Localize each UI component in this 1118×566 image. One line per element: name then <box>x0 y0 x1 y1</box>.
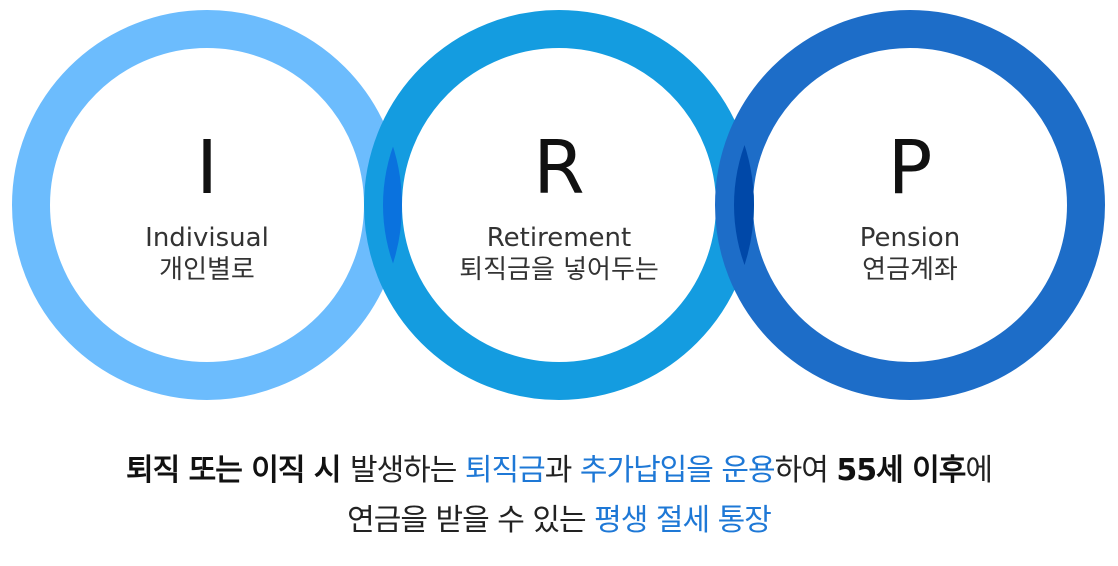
caption: 퇴직 또는 이직 시 발생하는 퇴직금과 추가납입을 운용하여 55세 이후에 … <box>0 446 1118 546</box>
label-english-i: Indivisual <box>145 223 269 253</box>
caption-segment: 추가납입을 운용 <box>579 453 776 488</box>
caption-segment: 평생 절세 통장 <box>594 503 772 538</box>
caption-segment: 발생하는 <box>349 453 465 488</box>
label-english-r: Retirement <box>486 223 632 253</box>
caption-segment: 하여 <box>774 453 837 488</box>
caption-segment: 과 <box>544 453 580 488</box>
letter-p: P <box>887 125 933 211</box>
caption-segment: 55세 이후 <box>836 453 966 488</box>
caption-line-1: 퇴직 또는 이직 시 발생하는 퇴직금과 추가납입을 운용하여 55세 이후에 <box>0 446 1118 496</box>
caption-segment: 연금을 받을 수 있는 <box>347 503 595 538</box>
overlap-r-p <box>734 29 754 381</box>
ring-i-text: I Indivisual 개인별로 <box>87 128 327 286</box>
letter-i: I <box>196 125 218 211</box>
irp-diagram: I Indivisual 개인별로 R Retirement 퇴직금을 넣어두는… <box>12 10 1105 400</box>
ring-r-text: R Retirement 퇴직금을 넣어두는 <box>439 128 679 286</box>
caption-segment: 퇴직 또는 이직 시 <box>126 453 350 488</box>
label-korean-i: 개인별로 <box>159 255 255 285</box>
caption-line-2: 연금을 받을 수 있는 평생 절세 통장 <box>0 496 1118 546</box>
label-english-p: Pension <box>859 223 961 253</box>
label-korean-r: 퇴직금을 넣어두는 <box>459 255 659 285</box>
rings-graphic <box>12 10 1105 400</box>
caption-segment: 퇴직금 <box>464 453 546 488</box>
letter-r: R <box>533 125 585 211</box>
label-korean-p: 연금계좌 <box>862 255 958 285</box>
caption-segment: 에 <box>965 453 993 488</box>
ring-p-text: P Pension 연금계좌 <box>790 128 1030 286</box>
